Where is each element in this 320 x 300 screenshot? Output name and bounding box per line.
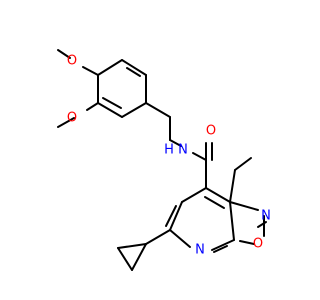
bond <box>192 152 207 161</box>
bond <box>169 201 183 231</box>
atom-n-amide: N <box>178 143 188 158</box>
bond <box>131 243 147 271</box>
atom-n-pyridine: N <box>195 243 205 258</box>
bonds <box>57 49 267 271</box>
molecule-structure: O O N H O N O N <box>57 49 271 271</box>
bond <box>229 169 236 203</box>
bond <box>169 229 191 248</box>
bond <box>211 239 235 251</box>
bond <box>126 67 141 77</box>
bond <box>204 196 225 209</box>
bond <box>82 66 99 76</box>
bond <box>102 97 122 109</box>
bond <box>121 59 147 76</box>
bond <box>97 102 123 118</box>
atom-o-carbonyl: O <box>206 124 216 139</box>
bond <box>169 139 182 147</box>
bond <box>86 102 99 111</box>
molecule-canvas: O O N H O N O N <box>57 49 271 271</box>
bond <box>145 102 171 118</box>
bond <box>121 102 147 118</box>
atom-o-methoxy-left: O <box>67 111 77 126</box>
bond <box>145 229 171 245</box>
bond <box>234 157 252 171</box>
atom-o-methoxy-top: O <box>67 54 77 69</box>
bond <box>57 49 71 59</box>
bond <box>229 201 259 211</box>
atom-n-isoxazole: N <box>261 209 271 224</box>
atom-h-amide: H <box>164 143 174 158</box>
bond <box>239 240 255 245</box>
atom-o-isoxazole: O <box>253 237 263 252</box>
bond <box>57 117 75 128</box>
bond <box>181 187 207 203</box>
bond <box>117 243 147 249</box>
bond <box>97 59 123 76</box>
bond <box>165 205 177 227</box>
bond <box>229 201 235 241</box>
bond <box>205 187 231 203</box>
bond <box>213 245 228 253</box>
bond <box>117 247 133 271</box>
